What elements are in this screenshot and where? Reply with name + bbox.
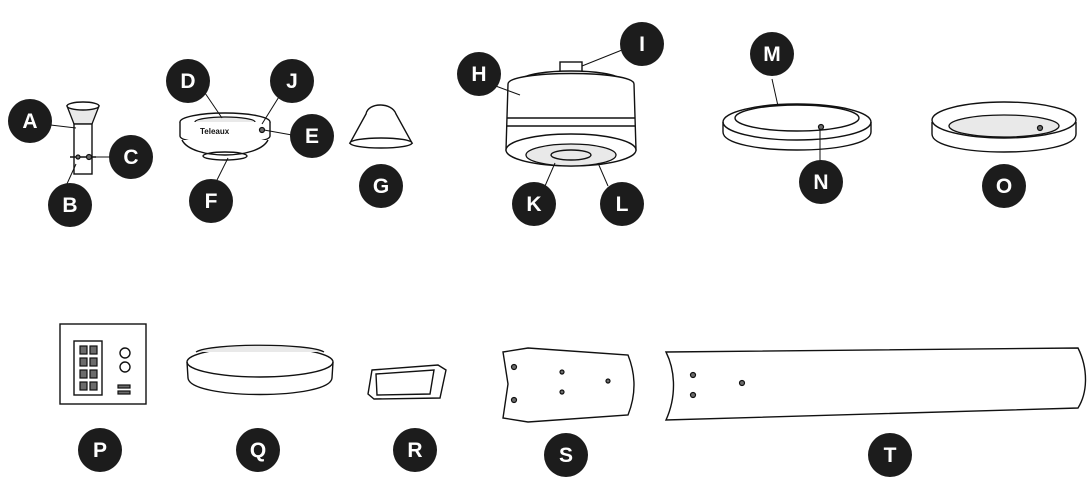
- label-badge-f: F: [189, 179, 233, 223]
- label-badge-q: Q: [236, 428, 280, 472]
- ring-part: [722, 103, 872, 151]
- label-badge-a: A: [8, 99, 52, 143]
- label-badge-s: S: [544, 433, 588, 477]
- label-badge-b: B: [48, 183, 92, 227]
- label-badge-r: R: [393, 428, 437, 472]
- label-badge-n: N: [799, 160, 843, 204]
- canopy-part: Teleaux: [179, 112, 271, 161]
- label-badge-o: O: [982, 164, 1026, 208]
- light-base-part: [931, 101, 1077, 153]
- label-badge-p: P: [78, 428, 122, 472]
- label-badge-d: D: [166, 59, 210, 103]
- downrod-part: [66, 101, 100, 175]
- glass-shade-part: [186, 344, 334, 396]
- blade-long-part: [664, 347, 1087, 421]
- leader-lines: [41, 49, 821, 187]
- motor-housing-part: [505, 61, 637, 167]
- label-badge-l: L: [600, 182, 644, 226]
- label-badge-t: T: [868, 433, 912, 477]
- label-badge-i: I: [620, 22, 664, 66]
- blade-short-part: [502, 347, 635, 423]
- canopy-brand-text: Teleaux: [200, 127, 230, 136]
- label-badge-m: M: [750, 32, 794, 76]
- label-badge-k: K: [512, 182, 556, 226]
- label-badge-c: C: [109, 135, 153, 179]
- label-badge-h: H: [457, 52, 501, 96]
- cover-cone-part: [348, 104, 414, 149]
- receiver-part: [59, 323, 147, 405]
- label-badge-g: G: [359, 164, 403, 208]
- blade-insert-part: [367, 364, 447, 400]
- label-badge-e: E: [290, 114, 334, 158]
- label-badge-j: J: [270, 59, 314, 103]
